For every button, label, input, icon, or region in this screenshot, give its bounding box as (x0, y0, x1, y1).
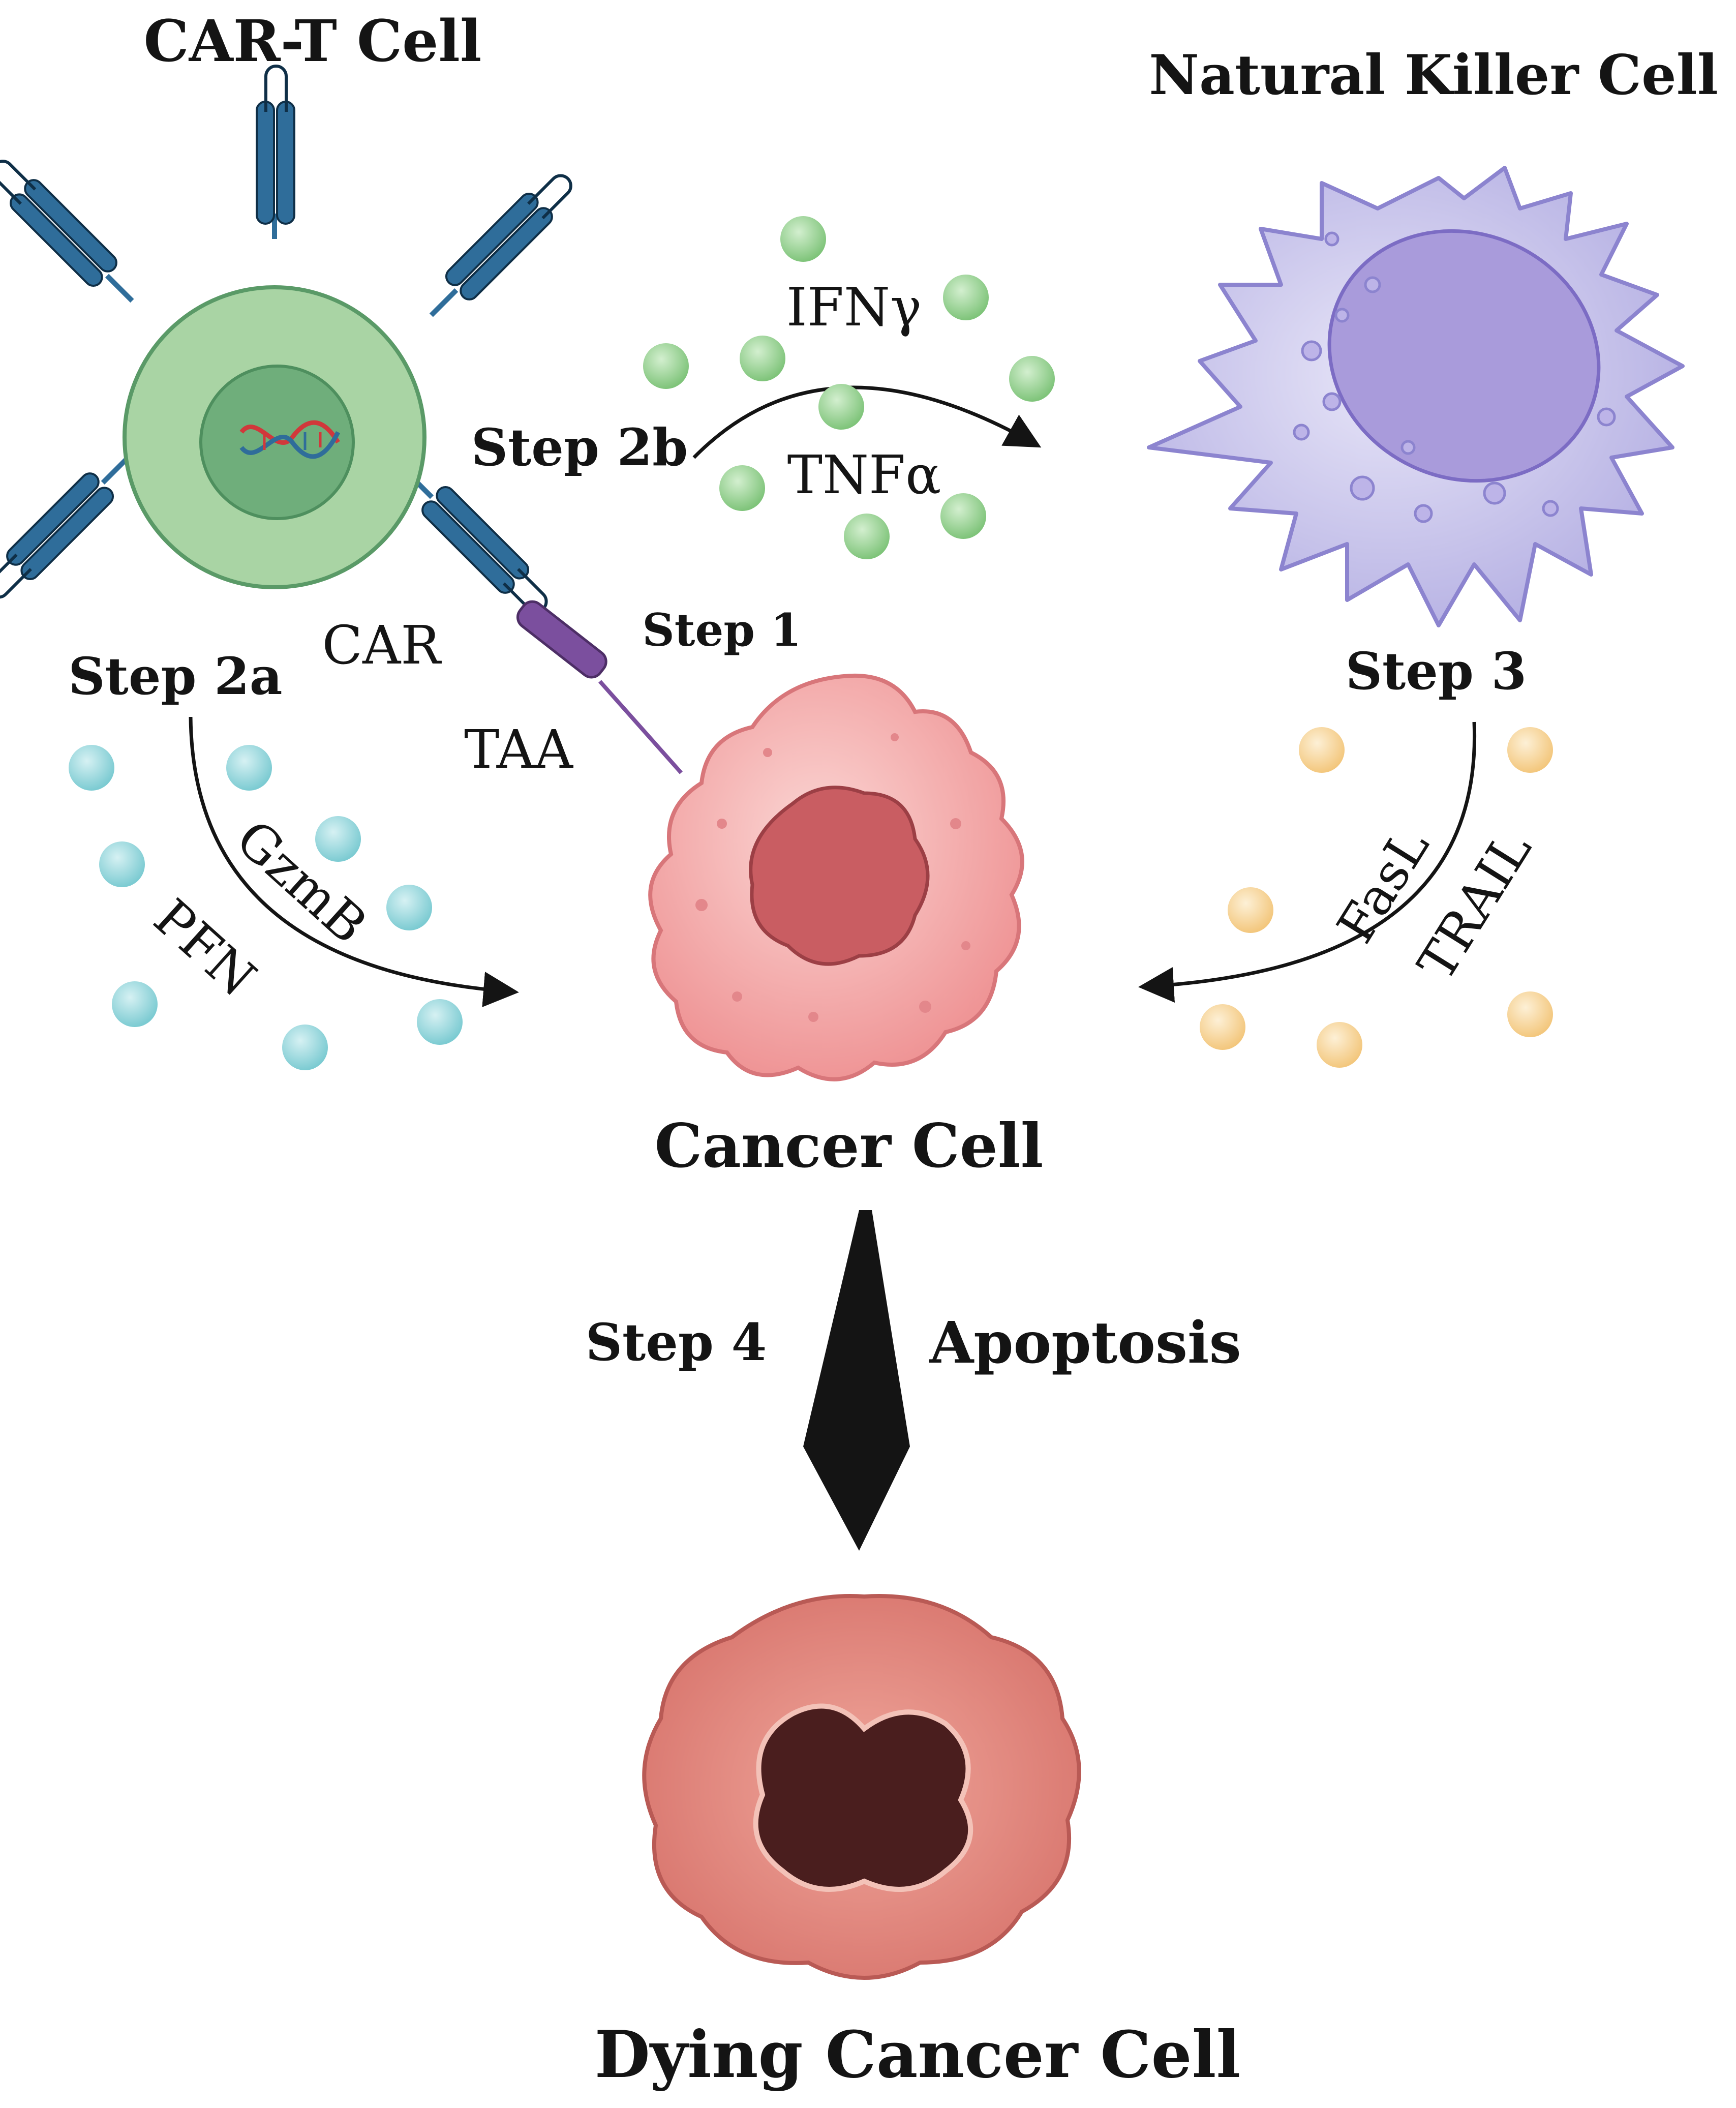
car-label: CAR (322, 614, 442, 676)
car-t-cell-title: CAR-T Cell (144, 8, 482, 75)
ifn-tnf-cytokine-particles (643, 216, 1055, 559)
car-receptor-top (256, 65, 295, 239)
dying-cell-core (753, 1703, 973, 1892)
arrow-step-3 (1138, 721, 1477, 1003)
car-t-cell (0, 65, 572, 613)
taa-antigen (516, 600, 683, 774)
dying-cancer-cell (642, 1594, 1081, 1980)
step-2b-label: Step 2b (471, 417, 688, 477)
step-4-label: Step 4 (586, 1312, 767, 1372)
nk-cell-nucleus (1327, 229, 1601, 483)
gzmb-pfn-particles (69, 745, 463, 1070)
ifng-label: IFNγ (786, 276, 922, 338)
natural-killer-cell (1147, 166, 1685, 627)
nk-granules (1293, 231, 1616, 523)
taa-label: TAA (464, 718, 574, 780)
cancer-cell-nucleus (749, 786, 930, 966)
cancer-cell-title: Cancer Cell (655, 1110, 1044, 1181)
dying-cancer-cell-title: Dying Cancer Cell (595, 2017, 1241, 2092)
car-receptor-lower-left (0, 456, 130, 599)
cancer-cell-vesicles (695, 733, 970, 1022)
pfn-label: PFN (143, 888, 267, 1008)
tnfa-label: TNFα (787, 444, 941, 506)
arrow-step-4 (803, 1210, 910, 1551)
step-2a-label: Step 2a (68, 646, 282, 706)
car-receptor-upper-right (429, 174, 572, 317)
fasl-trail-particles (1200, 727, 1553, 1068)
cancer-cell (648, 673, 1024, 1081)
step-3-label: Step 3 (1346, 641, 1527, 701)
car-receptor-upper-left (0, 160, 134, 303)
apoptosis-label: Apoptosis (929, 1310, 1241, 1376)
nk-cell-title: Natural Killer Cell (1149, 43, 1718, 107)
arrow-step-2a (189, 716, 519, 1007)
dna-icon (239, 420, 341, 459)
step-1-label: Step 1 (642, 604, 802, 656)
